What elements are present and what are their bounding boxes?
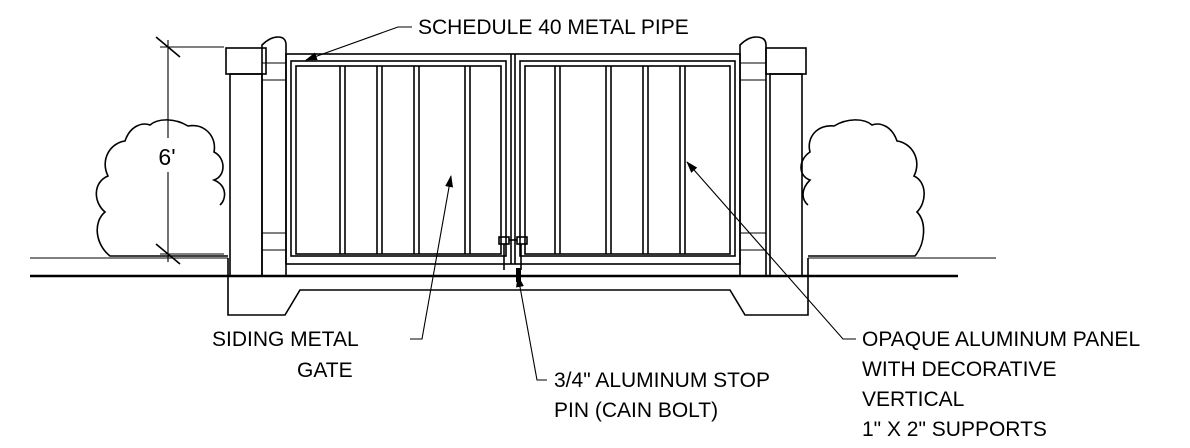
pin-leader xyxy=(516,275,547,381)
pin-label-line1: 3/4" ALUMINUM STOP xyxy=(554,369,770,392)
post-right xyxy=(739,36,767,276)
gate-leaf-right xyxy=(519,60,736,257)
height-dimension: 6' xyxy=(150,36,224,265)
gate-leaf-left xyxy=(290,60,507,257)
cane-bolt xyxy=(498,236,528,282)
panel-label-line1: OPAQUE ALUMINUM PANEL xyxy=(862,328,1140,351)
shrub-right xyxy=(800,119,925,257)
column-right xyxy=(765,47,807,277)
pipe-label: SCHEDULE 40 METAL PIPE xyxy=(418,16,689,39)
gate-frame xyxy=(285,53,741,265)
panel-label-line4: 1" X 2" SUPPORTS xyxy=(862,418,1047,441)
panel-leader xyxy=(686,161,856,340)
shrub-left xyxy=(95,119,228,257)
column-left xyxy=(225,47,267,277)
concrete-footing xyxy=(227,258,809,316)
height-dimension-label: 6' xyxy=(158,144,175,170)
gate-leader xyxy=(410,175,454,340)
post-left xyxy=(261,36,287,276)
pipe-leader xyxy=(305,26,412,61)
gate-label-line1: SIDING METAL xyxy=(212,328,359,351)
pin-label-line2: PIN (CAIN BOLT) xyxy=(554,399,718,422)
panel-label-line3: VERTICAL xyxy=(862,388,964,411)
ground xyxy=(30,257,996,278)
panel-label-line2: WITH DECORATIVE xyxy=(862,358,1056,381)
gate-label-line2: GATE xyxy=(297,359,353,382)
